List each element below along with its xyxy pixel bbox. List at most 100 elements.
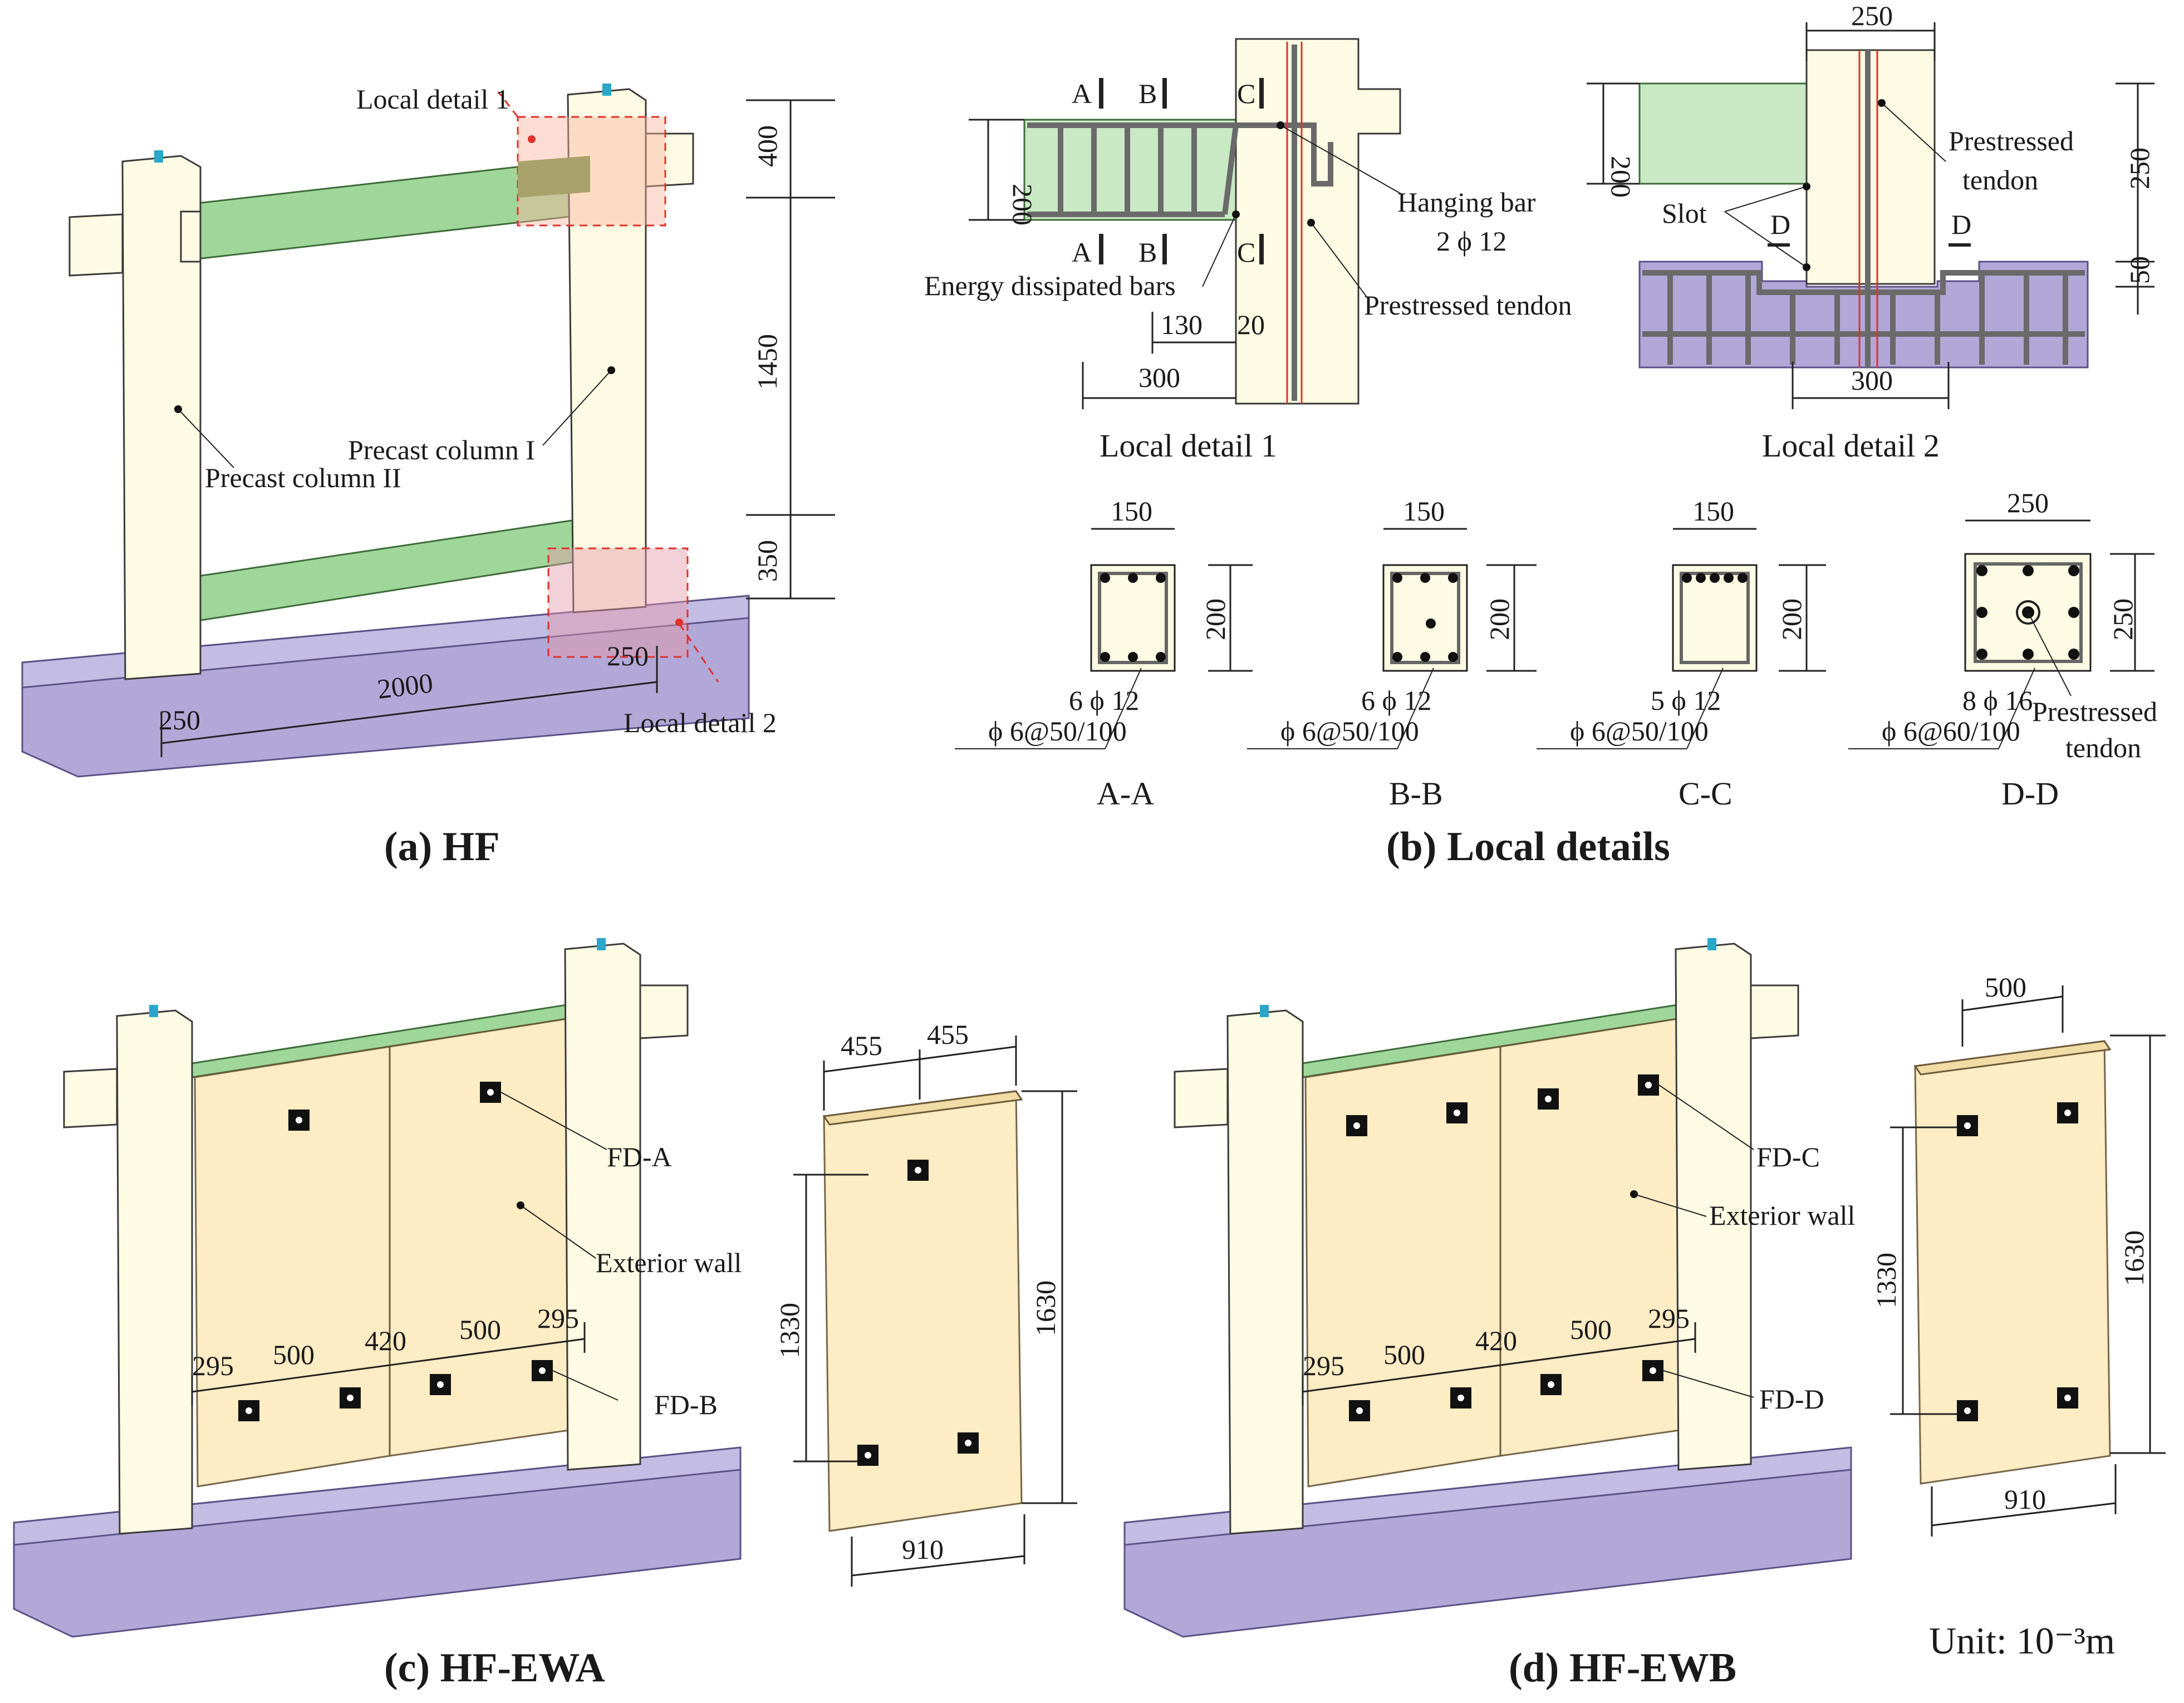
- dim-1450: 1450: [752, 334, 783, 390]
- c-wall-dim-910: 910: [902, 1534, 944, 1565]
- sec-b-stirrup: ϕ 6@50/100: [1280, 715, 1419, 747]
- d-dim-420: 420: [1475, 1325, 1517, 1356]
- sec-b-top: B: [1138, 78, 1157, 109]
- sec-c-name: C-C: [1679, 776, 1733, 812]
- caption-b: (b) Local details: [1386, 824, 1670, 870]
- sec-a-w: 150: [1111, 495, 1152, 527]
- caption-d: (d) HF-EWB: [1509, 1645, 1736, 1691]
- dim-250-right-detail2: 250: [2124, 148, 2155, 189]
- sec-c-bottom: C: [1237, 237, 1255, 268]
- c-dim-500b: 500: [459, 1314, 501, 1345]
- fd-b-label: FD-B: [654, 1389, 718, 1420]
- dim-20: 20: [1237, 309, 1265, 340]
- sec-a-name: A-A: [1097, 776, 1154, 812]
- c-dim-500a: 500: [273, 1339, 315, 1370]
- c-wall-dim-1630: 1630: [1030, 1280, 1061, 1336]
- exterior-wall-label-d: Exterior wall: [1709, 1200, 1855, 1231]
- fd-a-label: FD-A: [607, 1141, 672, 1172]
- caption-c: (c) HF-EWA: [384, 1645, 605, 1691]
- caption-a: (a) HF: [384, 824, 500, 870]
- section-a-a: [955, 528, 1253, 749]
- d-dim-500b: 500: [1570, 1314, 1612, 1345]
- section-b-b: [1247, 528, 1537, 749]
- section-c-c: [1537, 528, 1826, 749]
- panel-d-wall-elevation: [1890, 985, 2166, 1537]
- d-wall-dim-1330: 1330: [1871, 1253, 1902, 1308]
- local-detail-2-drawing: [1587, 22, 2154, 409]
- panel-a-frame-drawing: [21, 84, 835, 778]
- fd-d-label: FD-D: [1759, 1383, 1824, 1415]
- dim-250-left: 250: [159, 704, 200, 735]
- sec-d-bars: 8 ϕ 16: [1962, 685, 2033, 716]
- dim-200-detail1: 200: [1007, 184, 1038, 225]
- d-dim-295a: 295: [1303, 1350, 1344, 1381]
- d-dim-500a: 500: [1383, 1339, 1425, 1370]
- dim-300-detail1: 300: [1138, 362, 1180, 393]
- sec-d-right: D: [1951, 209, 1971, 240]
- local-detail-1-drawing: [969, 38, 1403, 409]
- prestressed-tendon-label: Prestressed tendon: [1364, 289, 1572, 321]
- c-dim-295b: 295: [537, 1303, 579, 1334]
- dim-200-detail2: 200: [1606, 156, 1637, 198]
- local-detail-2-label: Local detail 2: [624, 707, 777, 738]
- sec-c-bars: 5 ϕ 12: [1651, 685, 1721, 716]
- precast-column-1-label: Precast column I: [348, 434, 535, 465]
- unit-label: Unit: 10⁻³m: [1929, 1619, 2115, 1662]
- dim-50: 50: [2124, 256, 2155, 284]
- sec-b-bars: 6 ϕ 12: [1361, 685, 1431, 716]
- dim-130: 130: [1161, 309, 1203, 340]
- detail2-tendon-line1: Prestressed: [1949, 125, 2074, 156]
- sec-d-h: 250: [2107, 598, 2138, 640]
- c-wall-dim-455a: 455: [841, 1030, 882, 1061]
- energy-dissipated-bars-label: Energy dissipated bars: [924, 270, 1176, 301]
- local-detail-1-title: Local detail 1: [1100, 428, 1277, 464]
- c-dim-295a: 295: [192, 1350, 234, 1381]
- panel-c-wall-elevation: [793, 1035, 1077, 1587]
- sec-b-name: B-B: [1389, 776, 1443, 812]
- dim-400: 400: [752, 125, 783, 167]
- sec-a-stirrup: ϕ 6@50/100: [988, 715, 1127, 747]
- slot-label: Slot: [1662, 198, 1707, 229]
- panel-c-frame-drawing: [13, 938, 742, 1638]
- d-wall-dim-500: 500: [1985, 971, 2026, 1003]
- section-d-d: [1848, 519, 2154, 749]
- fd-c-label: FD-C: [1756, 1141, 1820, 1172]
- c-dim-420: 420: [365, 1325, 406, 1356]
- sec-d-stirrup: ϕ 6@60/100: [1882, 715, 2020, 747]
- sec-d-w: 250: [2007, 487, 2049, 518]
- d-wall-dim-910: 910: [2004, 1484, 2046, 1515]
- precast-column-2-label: Precast column II: [205, 462, 401, 493]
- dim-250-right: 250: [607, 640, 649, 671]
- sec-d-name: D-D: [2001, 776, 2059, 812]
- exterior-wall-label-c: Exterior wall: [596, 1247, 742, 1278]
- detail2-tendon-line2: tendon: [1962, 164, 2038, 195]
- sec-a-top: A: [1072, 78, 1092, 109]
- sec-c-stirrup: ϕ 6@50/100: [1570, 715, 1709, 747]
- sec-b-bottom: B: [1138, 237, 1157, 268]
- hanging-bar-label: Hanging bar: [1397, 187, 1536, 218]
- panel-d-frame-drawing: [1123, 938, 1852, 1638]
- dim-2000: 2000: [376, 667, 435, 705]
- sec-b-h: 200: [1484, 598, 1515, 640]
- dim-350: 350: [752, 540, 783, 582]
- hanging-bar-spec: 2 ϕ 12: [1436, 225, 1506, 257]
- dim-300-detail2: 300: [1851, 365, 1893, 396]
- d-wall-dim-1630: 1630: [2118, 1230, 2149, 1286]
- sec-d-tendon-line2: tendon: [2065, 732, 2141, 763]
- d-dim-295b: 295: [1648, 1303, 1690, 1334]
- c-wall-dim-455b: 455: [927, 1019, 969, 1050]
- sec-a-bottom: A: [1072, 237, 1092, 268]
- sec-a-bars: 6 ϕ 12: [1069, 685, 1139, 716]
- local-detail-2-title: Local detail 2: [1762, 428, 1940, 464]
- local-detail-1-label: Local detail 1: [356, 84, 509, 115]
- sec-a-h: 200: [1200, 598, 1231, 640]
- sec-d-left: D: [1770, 209, 1790, 240]
- c-wall-dim-1330: 1330: [774, 1303, 805, 1358]
- sec-c-top: C: [1237, 78, 1255, 109]
- sec-c-w: 150: [1692, 495, 1734, 527]
- sec-c-h: 200: [1776, 598, 1807, 640]
- sec-b-w: 150: [1403, 495, 1445, 527]
- sec-d-tendon-line1: Prestressed: [2032, 696, 2157, 727]
- dim-250-top-detail2: 250: [1851, 0, 1893, 31]
